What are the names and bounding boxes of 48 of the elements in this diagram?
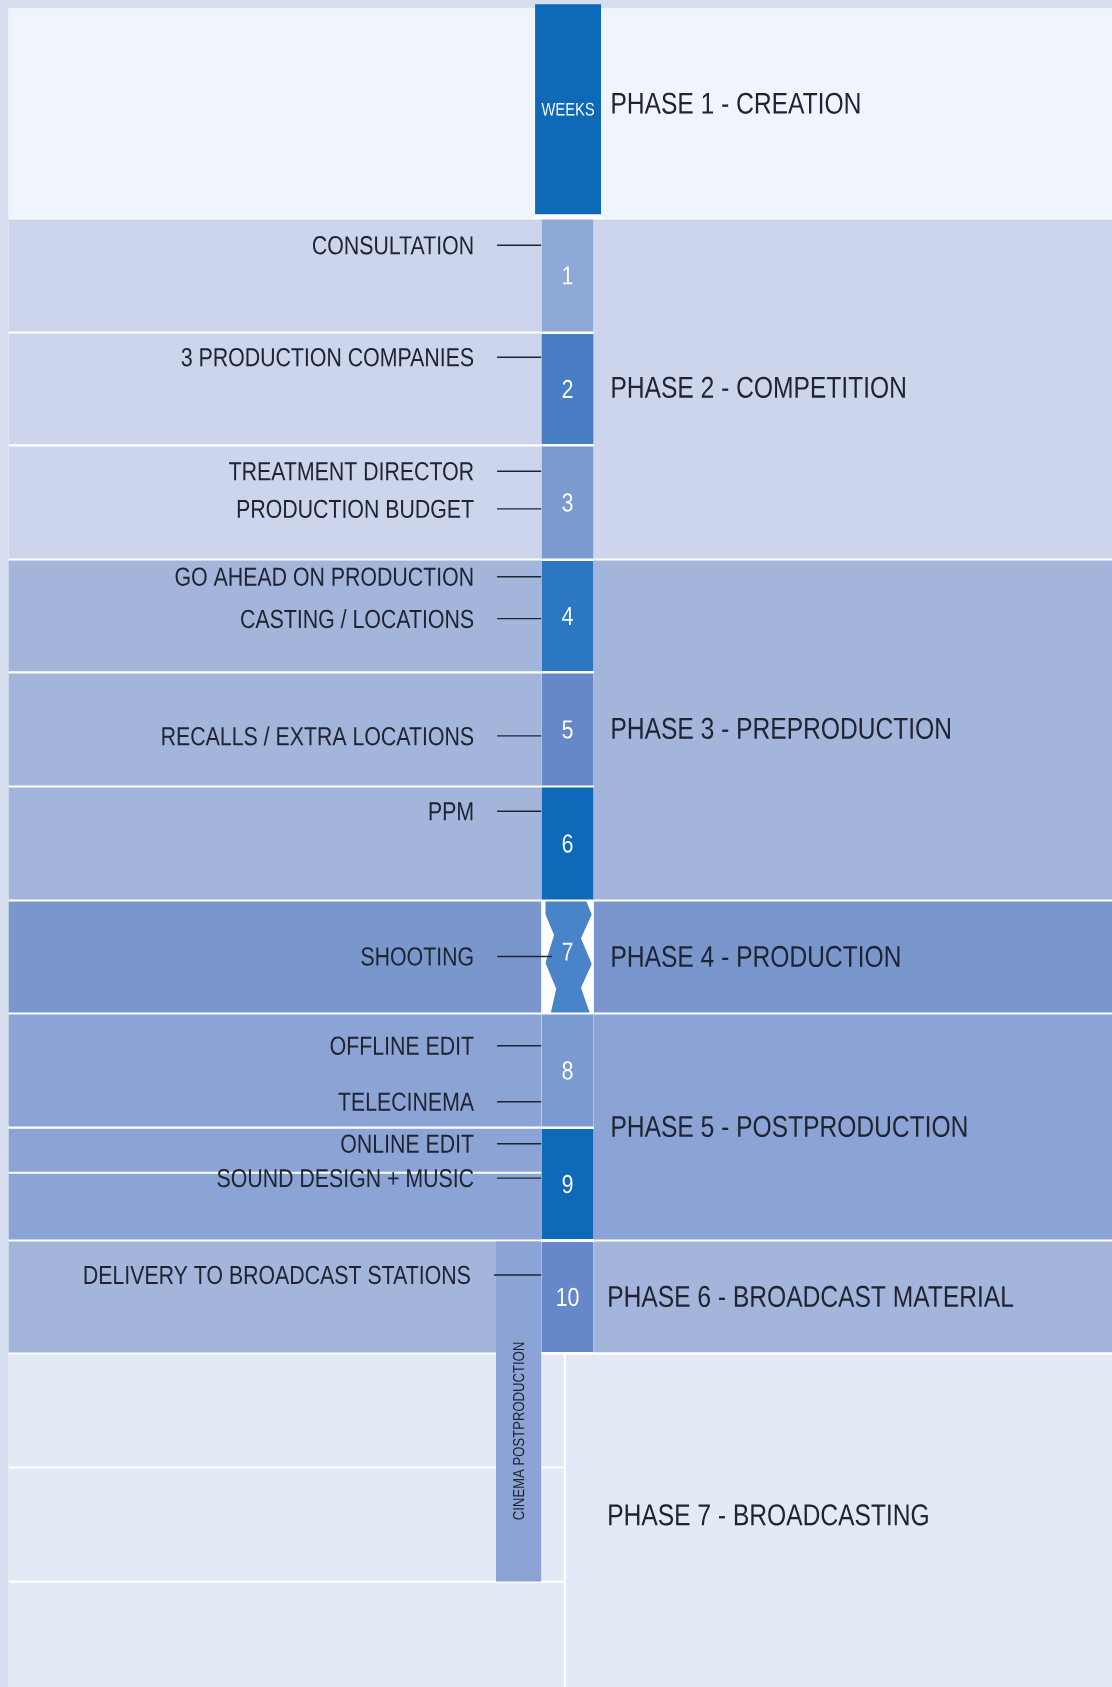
phase-band: PHASE 2 - COMPETITION xyxy=(593,219,1112,559)
week-box: 8 xyxy=(541,1014,594,1127)
activity-label: TELECINEMA xyxy=(338,1092,474,1111)
leader-line xyxy=(496,1101,542,1103)
activity-label: CASTING / LOCATIONS xyxy=(240,609,473,629)
week-box: 10 xyxy=(541,1242,594,1352)
week-box: 5 xyxy=(541,673,594,786)
activity-label: OFFLINE EDIT xyxy=(330,1036,474,1055)
leader-line xyxy=(496,1143,542,1145)
leader-line xyxy=(496,810,542,812)
cinema-bar: CINEMA POSTPRODUCTION xyxy=(495,1241,541,1582)
leader-line xyxy=(496,1045,542,1047)
activity-label: DELIVERY TO BROADCAST STATIONS xyxy=(84,1265,470,1285)
week-box: 4 xyxy=(541,561,594,671)
week-box: 6 xyxy=(541,787,594,900)
week-box: 1 xyxy=(541,219,594,332)
leader-line xyxy=(496,735,542,737)
week-box: 9 xyxy=(541,1129,594,1239)
leader-line xyxy=(496,508,542,510)
activity-label: 3 PRODUCTION COMPANIES xyxy=(181,348,473,367)
phase-band: PHASE 4 - PRODUCTION xyxy=(593,901,1112,1013)
activity-label: GO AHEAD ON PRODUCTION xyxy=(175,567,473,586)
activity-label: CONSULTATION xyxy=(312,236,473,255)
week-box: 3 xyxy=(541,446,594,559)
leader-line xyxy=(496,575,542,578)
phase-band: PHASE 1 - CREATION xyxy=(601,8,1112,219)
activity-label: PRODUCTION BUDGET xyxy=(237,499,474,519)
activity-label: SHOOTING xyxy=(361,947,473,966)
activity-label: PPM xyxy=(429,802,473,821)
leader-line xyxy=(496,244,542,246)
leader-line xyxy=(496,470,542,472)
phase-band: PHASE 5 - POSTPRODUCTION xyxy=(593,1014,1112,1240)
node-label: CINEMA POSTPRODUCTION xyxy=(512,1342,525,1520)
leader-line xyxy=(496,955,553,958)
weeks-box: WEEKS xyxy=(534,4,601,215)
week-box: 7 xyxy=(545,901,592,1013)
activity-label: ONLINE EDIT xyxy=(341,1134,474,1153)
activity-label: SOUND DESIGN + MUSIC xyxy=(217,1168,473,1188)
phase-band: PHASE 3 - PREPRODUCTION xyxy=(593,560,1112,900)
leader-line xyxy=(492,1274,542,1276)
activity-label: TREATMENT DIRECTOR xyxy=(228,462,473,481)
week-box: 2 xyxy=(541,333,594,444)
activity-label: RECALLS / EXTRA LOCATIONS xyxy=(162,726,473,746)
phase-band: PHASE 6 - BROADCAST MATERIAL xyxy=(593,1241,1112,1353)
leader-line xyxy=(496,1177,542,1179)
phase-band: PHASE 7 - BROADCASTING xyxy=(565,1354,1112,1687)
leader-line xyxy=(496,356,542,358)
leader-line xyxy=(496,617,542,620)
